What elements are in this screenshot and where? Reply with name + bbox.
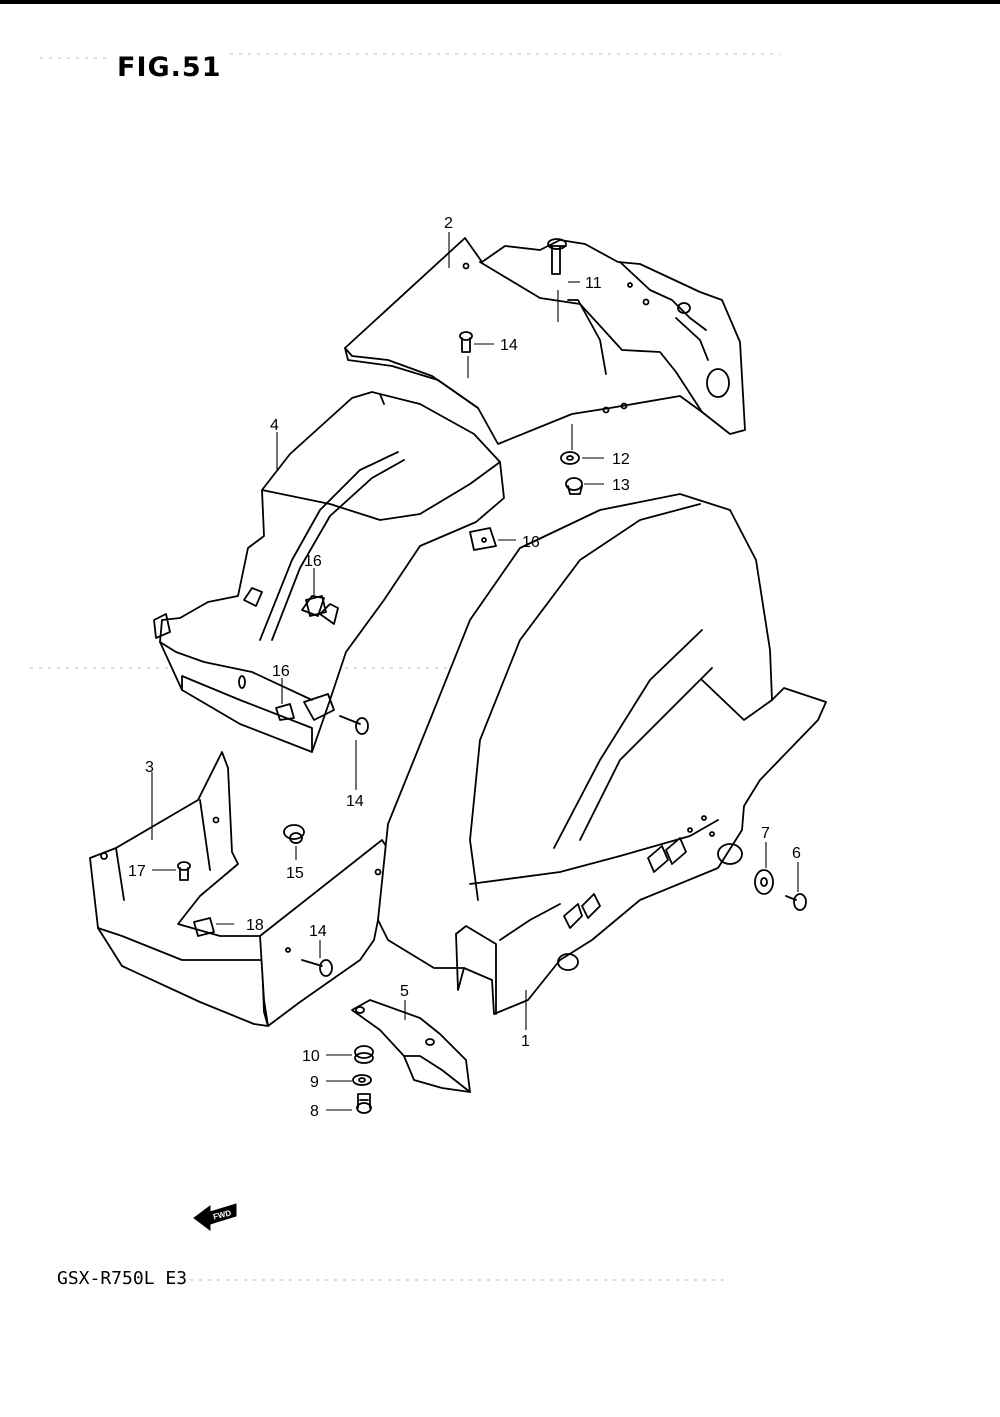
callout-17: 17 [128, 863, 146, 880]
part-2-upper-cover [344, 237, 746, 445]
callout-8: 8 [310, 1103, 319, 1120]
callout-14-middle: 14 [346, 793, 364, 810]
fwd-label: FWD [212, 1208, 232, 1221]
callout-5: 5 [400, 983, 409, 1000]
callout-14-upper: 14 [500, 337, 518, 354]
callout-16-mid: 16 [304, 553, 322, 570]
part-3-side-cover [89, 751, 269, 1027]
callout-numbers: 1 2 3 4 5 6 7 8 9 10 11 12 13 14 14 14 1… [128, 215, 801, 1120]
callout-18: 18 [246, 917, 264, 934]
callout-10: 10 [302, 1048, 320, 1065]
callout-3: 3 [145, 759, 154, 776]
callout-13: 13 [612, 477, 630, 494]
part-5-bracket [351, 999, 471, 1093]
forward-arrow-icon: FWD [193, 1203, 237, 1231]
callout-7: 7 [761, 825, 770, 842]
leader-lines [151, 232, 799, 1111]
callout-12: 12 [612, 451, 630, 468]
callout-1: 1 [521, 1033, 530, 1050]
callout-6: 6 [792, 845, 801, 862]
callout-4: 4 [270, 417, 279, 434]
callout-14-lower: 14 [309, 923, 327, 940]
callout-16-lower: 16 [272, 663, 290, 680]
top-border [0, 0, 1000, 4]
figure-title: FIG.51 [117, 52, 222, 83]
part-1-main-fender [377, 493, 827, 1015]
callout-16-right: 16 [522, 534, 540, 551]
callout-11: 11 [585, 275, 602, 292]
fasteners [177, 238, 807, 1114]
callout-2: 2 [444, 215, 453, 232]
part-4-inner-fender [153, 391, 505, 753]
callout-9: 9 [310, 1074, 319, 1091]
callout-15: 15 [286, 865, 304, 882]
model-code: GSX-R750L E3 [57, 1268, 188, 1289]
